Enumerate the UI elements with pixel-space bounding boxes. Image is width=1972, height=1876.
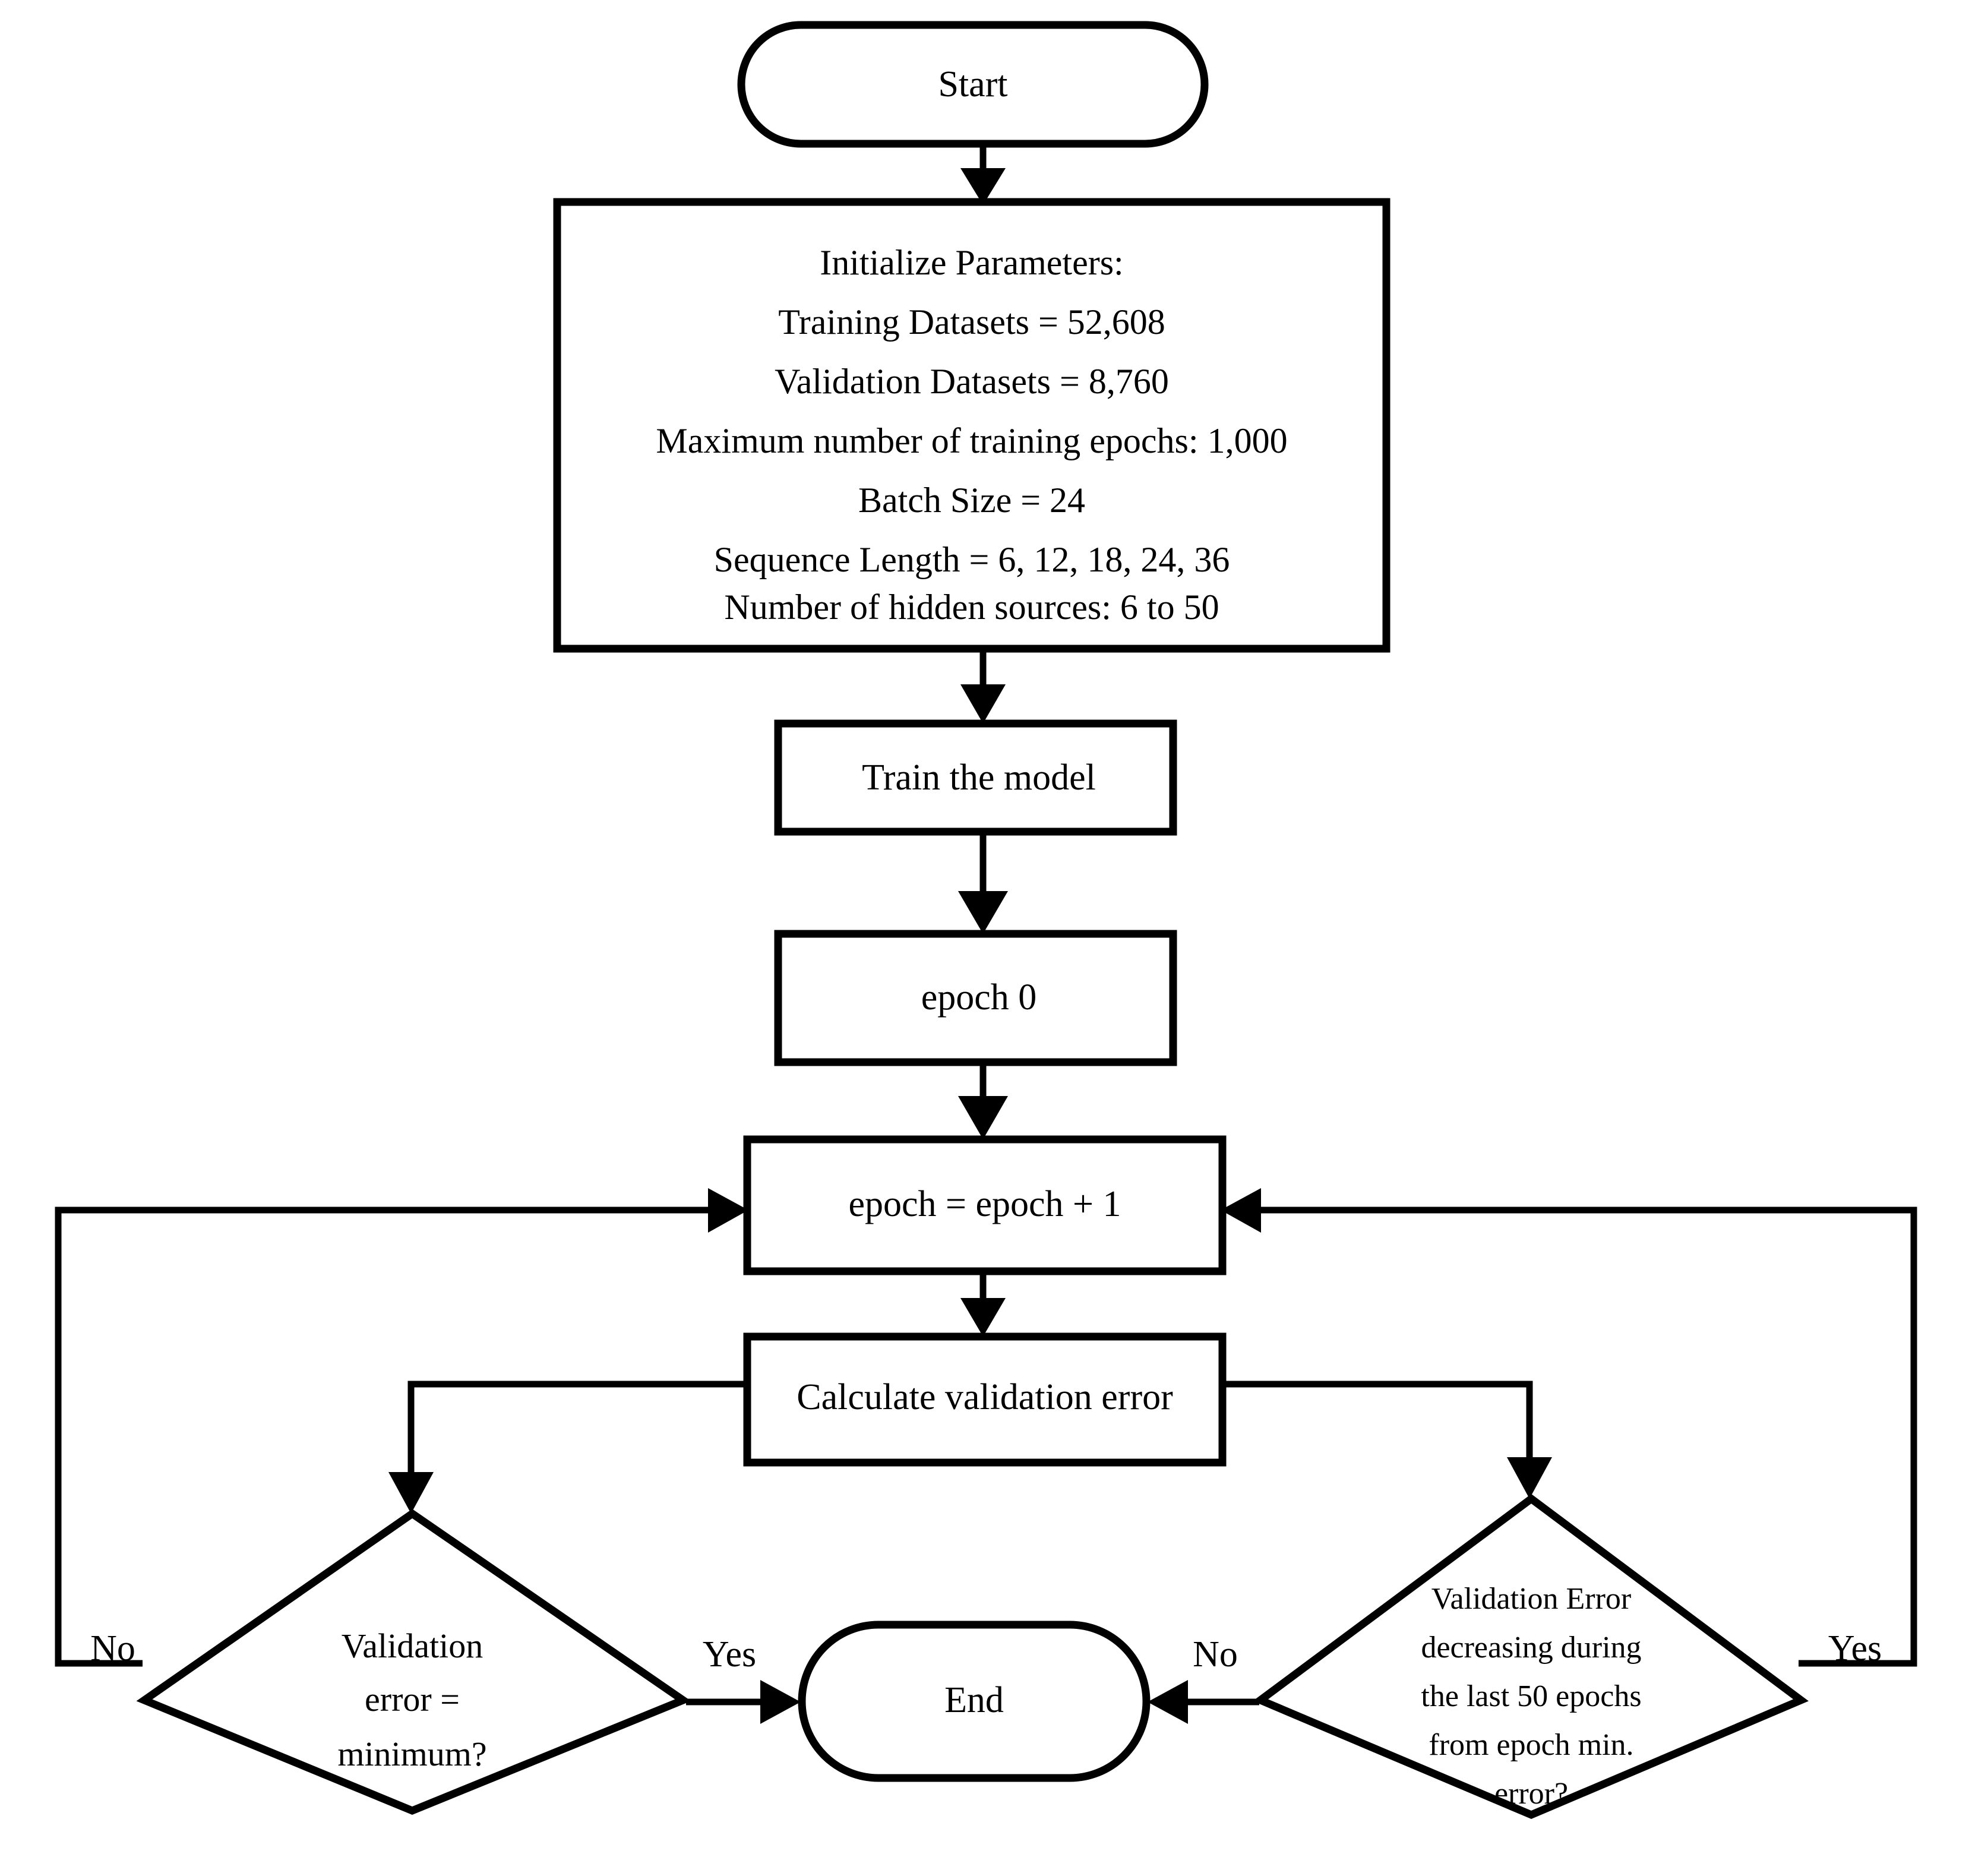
init-line-1: Training Datasets = 52,608 xyxy=(778,302,1165,342)
decision-min-line-2: minimum? xyxy=(337,1735,486,1773)
decision-decreasing-line-3: from epoch min. xyxy=(1429,1728,1633,1762)
node-decision-validation-minimum[interactable]: Validation error = minimum? xyxy=(136,1509,691,1815)
edge-epoch-inc-to-calc xyxy=(960,1271,1006,1337)
node-train-the-model[interactable]: Train the model xyxy=(774,719,1177,836)
edge-calc-to-decision-min xyxy=(388,1381,751,1514)
init-line-6: Number of hidden sources: 6 to 50 xyxy=(724,588,1219,627)
node-initialize-parameters[interactable]: Initialize Parameters: Training Datasets… xyxy=(553,198,1390,653)
node-epoch-increment-label: epoch = epoch + 1 xyxy=(848,1184,1121,1224)
node-train-label: Train the model xyxy=(862,757,1096,798)
node-calculate-validation-error[interactable]: Calculate validation error xyxy=(743,1332,1227,1467)
edge-label-min-yes: Yes xyxy=(703,1634,756,1675)
edge-label-decreasing-yes: Yes xyxy=(1828,1628,1882,1669)
edge-decreasing-no-to-end xyxy=(1148,1680,1259,1724)
edge-init-to-train xyxy=(960,649,1006,724)
edge-decreasing-yes-loop xyxy=(1221,1188,1917,1667)
init-line-2: Validation Datasets = 8,760 xyxy=(775,362,1169,401)
node-decision-error-decreasing[interactable]: Validation Error decreasing during the l… xyxy=(1253,1493,1809,1820)
edge-epoch-zero-to-epoch-inc xyxy=(958,1061,1008,1139)
node-end-label: End xyxy=(944,1680,1004,1720)
init-line-3: Maximum number of training epochs: 1,000 xyxy=(656,421,1287,460)
node-end[interactable]: End xyxy=(798,1621,1151,1782)
decision-decreasing-line-1: decreasing during xyxy=(1421,1631,1641,1665)
edge-label-min-no: No xyxy=(90,1628,135,1669)
node-calculate-validation-error-label: Calculate validation error xyxy=(797,1377,1173,1417)
edge-calc-to-decision-decreasing xyxy=(1221,1381,1552,1499)
decision-min-line-1: error = xyxy=(365,1680,460,1719)
node-epoch-zero[interactable]: epoch 0 xyxy=(774,930,1177,1066)
edge-label-decreasing-no: No xyxy=(1193,1634,1238,1675)
init-line-5: Sequence Length = 6, 12, 18, 24, 36 xyxy=(714,540,1230,579)
node-epoch-zero-label: epoch 0 xyxy=(921,977,1037,1018)
edge-start-to-init xyxy=(960,146,1006,205)
edge-min-yes-to-end xyxy=(686,1680,801,1724)
node-start[interactable]: Start xyxy=(737,21,1209,148)
decision-min-line-0: Validation xyxy=(342,1627,483,1665)
init-line-0: Initialize Parameters: xyxy=(820,243,1123,282)
edge-train-to-epoch-zero xyxy=(958,830,1008,934)
decision-decreasing-line-0: Validation Error xyxy=(1431,1582,1631,1616)
node-start-label: Start xyxy=(938,64,1007,105)
init-line-4: Batch Size = 24 xyxy=(858,481,1085,520)
decision-decreasing-line-4: error? xyxy=(1494,1777,1568,1811)
node-epoch-increment[interactable]: epoch = epoch + 1 xyxy=(743,1135,1227,1275)
decision-decreasing-line-2: the last 50 epochs xyxy=(1421,1679,1641,1713)
edge-min-no-loop xyxy=(55,1188,748,1667)
